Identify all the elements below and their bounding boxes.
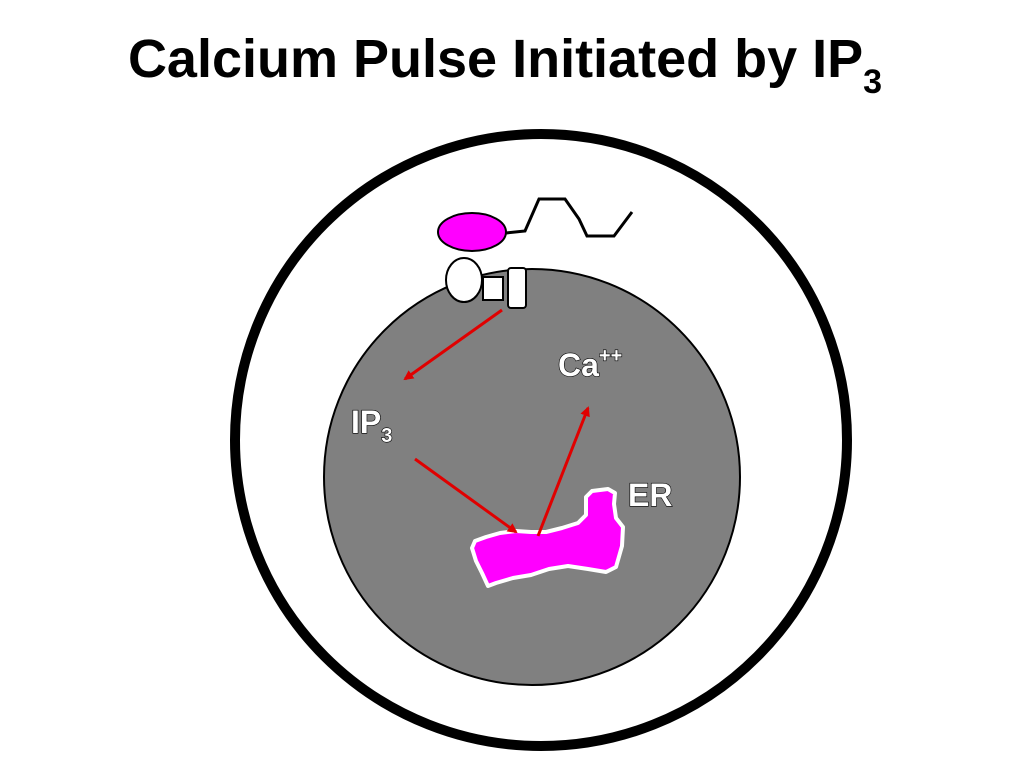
ip3-label: IP3 xyxy=(351,404,392,447)
phospholipase-c-block xyxy=(507,267,527,309)
er-label: ER xyxy=(628,477,672,513)
receptor-chain xyxy=(505,197,634,238)
slide-title-text: Calcium Pulse Initiated by IP xyxy=(127,29,864,89)
slide-title-subscript: 3 xyxy=(863,63,883,101)
arrow-plc-to-ip3 xyxy=(403,308,503,381)
slide-title: Calcium Pulse Initiated by IP3 xyxy=(0,28,1010,101)
arrow-er-to-calcium xyxy=(536,406,590,537)
calcium-label-main: Ca xyxy=(558,347,599,383)
calcium-label-superscript: ++ xyxy=(599,345,622,367)
g-protein-subunit-oval xyxy=(445,257,483,303)
calcium-label: Ca++ xyxy=(558,345,622,383)
cytoplasm-disc xyxy=(323,268,741,686)
ligand-shape xyxy=(437,212,507,252)
g-protein-subunit-square xyxy=(482,276,504,301)
er-shape xyxy=(470,487,625,588)
ip3-label-subscript: 3 xyxy=(381,425,392,447)
arrow-ip3-to-er xyxy=(414,457,518,534)
ip3-label-main: IP xyxy=(351,404,381,440)
